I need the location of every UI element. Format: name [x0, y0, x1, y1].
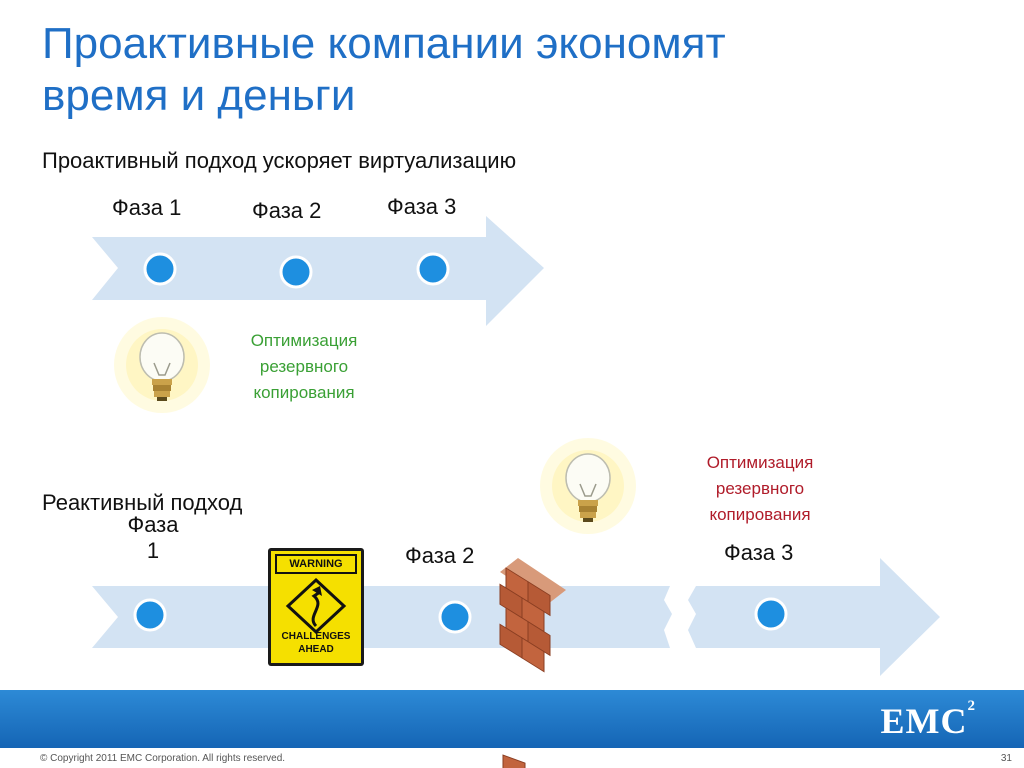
lightbulb-icon [540, 438, 636, 534]
slide-title-line-2: время и деньги [42, 71, 356, 120]
proactive-note-line-3: копирования [253, 383, 355, 402]
warning-sign-bottom-line-2: AHEAD [298, 644, 334, 655]
reactive-phase-3-label: Фаза 3 [724, 540, 794, 565]
reactive-note-line-1: Оптимизация [706, 453, 814, 472]
brick-wall-icon [499, 558, 566, 768]
proactive-phase-1-dot [143, 252, 177, 286]
emc-logo-text: EMC [880, 701, 968, 741]
reactive-phase-3-dot [754, 597, 788, 631]
proactive-phase-3-dot [416, 252, 450, 286]
proactive-phase-3-label: Фаза 3 [387, 194, 457, 219]
slide-title-line-1: Проактивные компании экономят [42, 19, 726, 68]
warning-sign-icon [268, 548, 364, 666]
proactive-note-line-2: резервного [259, 357, 349, 376]
emc-logo: EMC2 [880, 698, 977, 742]
footer-band [0, 690, 1024, 748]
warning-sign-bottom-line-1: CHALLENGES [281, 631, 351, 642]
reactive-arrow-left-part [92, 586, 672, 648]
proactive-arrow [92, 216, 544, 326]
slide-title: Проактивные компании экономят время и де… [42, 18, 942, 122]
lightbulb-icon [114, 317, 210, 413]
reactive-arrow-right-part [688, 558, 940, 676]
reactive-phase-1-line-2: 1 [146, 538, 160, 563]
warning-sign-top-text: WARNING [289, 558, 343, 570]
reactive-note-line-2: резервного [715, 479, 805, 498]
proactive-phase-2-label: Фаза 2 [252, 198, 322, 223]
reactive-phase-1-dot [133, 598, 167, 632]
emc-logo-superscript: 2 [967, 698, 976, 714]
reactive-label: Реактивный подход [42, 490, 243, 515]
warning-sign-bottom-text: CHALLENGES AHEAD [271, 630, 361, 656]
reactive-phase-2-label: Фаза 2 [405, 543, 475, 568]
proactive-label: Проактивный подход ускоряет виртуализаци… [42, 148, 517, 173]
copyright-text: © Copyright 2011 EMC Corporation. All ri… [40, 753, 286, 764]
reactive-phase-1-label: Фаза 1 [118, 512, 188, 564]
reactive-backup-note: Оптимизация резервного копирования [680, 450, 840, 528]
proactive-phase-2-dot [279, 255, 313, 289]
proactive-backup-note: Оптимизация резервного копирования [224, 328, 384, 406]
reactive-phase-1-line-1: Фаза [127, 512, 179, 537]
proactive-phase-1-label: Фаза 1 [112, 195, 182, 220]
reactive-note-line-3: копирования [709, 505, 811, 524]
proactive-note-line-1: Оптимизация [250, 331, 358, 350]
reactive-phase-2-dot [438, 600, 472, 634]
page-number: 31 [1000, 753, 1012, 764]
